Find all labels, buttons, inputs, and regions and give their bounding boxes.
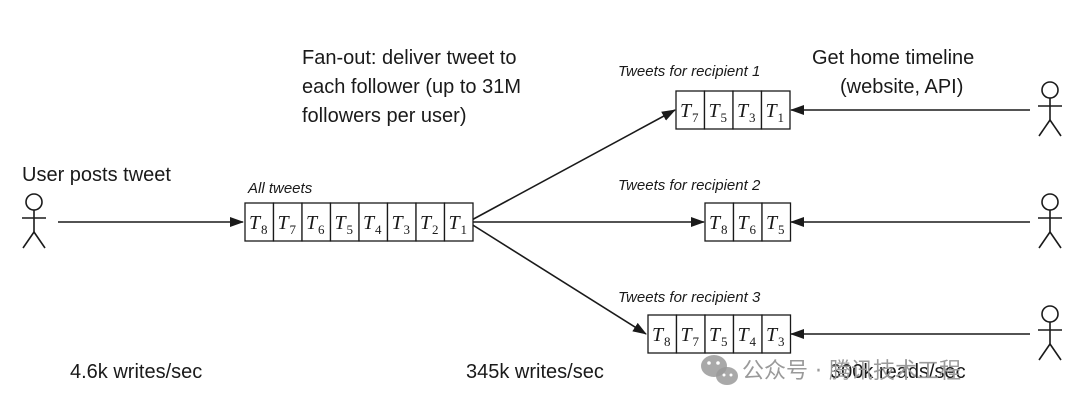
queue-cell: [704, 202, 735, 242]
tweet-number: 6: [318, 222, 325, 237]
tweet-number: 1: [461, 222, 468, 237]
user-posts-label: User posts tweet: [22, 164, 171, 186]
queue-cell: [704, 314, 735, 354]
tweet-label: T: [449, 212, 462, 234]
tweet-number: 5: [778, 222, 785, 237]
tweet-number: 3: [778, 334, 785, 349]
fanout-label-line-2: each follower (up to 31M: [302, 76, 521, 98]
tweet-label: T: [738, 324, 751, 346]
watermark: 公众号 · 腾讯技术工程: [701, 355, 961, 385]
tweet-number: 8: [664, 334, 671, 349]
tweet-label: T: [335, 212, 348, 234]
tweet-label: T: [766, 212, 779, 234]
tweet-label: T: [306, 212, 319, 234]
tweet-label: T: [709, 324, 722, 346]
tweet-number: 1: [778, 110, 785, 125]
recipient-2-title: Tweets for recipient 2: [618, 177, 761, 194]
tweet-label: T: [709, 212, 722, 234]
queue-cell: [732, 90, 763, 130]
fanout-label-line-1: Fan-out: deliver tweet to: [302, 47, 517, 69]
tweet-number: 8: [261, 222, 268, 237]
tweet-label: T: [766, 100, 779, 122]
tweet-label: T: [680, 100, 693, 122]
recipient-3-title: Tweets for recipient 3: [618, 289, 761, 306]
rate-user-writes: 4.6k writes/sec: [70, 361, 202, 383]
tweet-number: 7: [693, 334, 700, 349]
user-stick-figure-icon: [22, 193, 46, 249]
queue-cell: [329, 202, 360, 242]
tweet-label: T: [278, 212, 291, 234]
rate-fanout-writes: 345k writes/sec: [466, 361, 604, 383]
all-tweets-label: All tweets: [247, 180, 313, 197]
tweet-number: 3: [404, 222, 411, 237]
queue-cell: [761, 314, 792, 354]
queue-cell: [703, 90, 734, 130]
tweet-number: 3: [749, 110, 756, 125]
tweet-number: 6: [750, 222, 757, 237]
queue-cell: [415, 202, 446, 242]
tweet-number: 5: [721, 334, 728, 349]
tweet-label: T: [681, 324, 694, 346]
tweet-number: 5: [347, 222, 354, 237]
tweet-label: T: [652, 324, 665, 346]
tweet-number: 8: [721, 222, 728, 237]
tweet-label: T: [738, 212, 751, 234]
watermark-text: 公众号 · 腾讯技术工程: [742, 359, 961, 384]
recipient-1-title: Tweets for recipient 1: [618, 63, 760, 80]
queue-cell: [647, 314, 678, 354]
stick-figures: [22, 81, 1062, 361]
queue-cell: [675, 90, 706, 130]
edges: [58, 105, 1030, 339]
tweet-number: 2: [432, 222, 439, 237]
rate-reads: 300k reads/sec: [830, 361, 966, 383]
tweet-number: 7: [692, 110, 699, 125]
tweet-label: T: [766, 324, 779, 346]
fanout-label-line-3: followers per user): [302, 105, 467, 127]
tweet-label: T: [249, 212, 262, 234]
queue-cell: [358, 202, 389, 242]
reader-1-stick-figure-icon: [1038, 81, 1062, 137]
home-timeline-label-line-1: Get home timeline: [812, 47, 974, 69]
queue-cell: [760, 90, 791, 130]
tweet-number: 4: [375, 222, 382, 237]
tweet-label: T: [709, 100, 722, 122]
edge-fanout-to-recipient-1: [467, 109, 676, 223]
tweet-label: T: [363, 212, 376, 234]
reader-2-stick-figure-icon: [1038, 193, 1062, 249]
tweet-label: T: [392, 212, 405, 234]
tweet-number: 4: [750, 334, 757, 349]
edge-fanout-to-recipient-3: [467, 221, 647, 335]
queue-cell: [301, 202, 332, 242]
queue-cell: [386, 202, 417, 242]
queue-cell: [761, 202, 792, 242]
wechat-icon: [701, 355, 738, 385]
tweet-number: 5: [721, 110, 728, 125]
tweet-label: T: [420, 212, 433, 234]
queue-cell: [443, 202, 474, 242]
tweet-label: T: [737, 100, 750, 122]
tweet-number: 7: [290, 222, 297, 237]
home-timeline-label-line-2: (website, API): [840, 76, 963, 98]
reader-3-stick-figure-icon: [1038, 305, 1062, 361]
